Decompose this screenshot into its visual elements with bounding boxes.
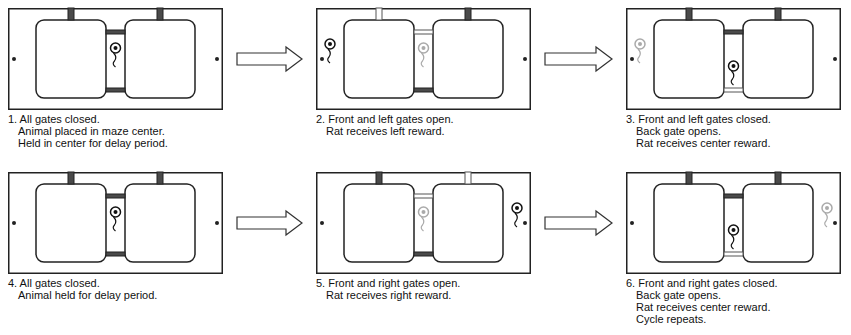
caption-line: Back gate opens. (626, 125, 841, 137)
maze-panel: 5. Front and right gates open.Rat receiv… (316, 172, 531, 301)
caption-line: Animal placed in maze center. (8, 125, 223, 137)
caption-line: 3. Front and left gates closed. (626, 113, 841, 125)
caption-line: Back gate opens. (626, 289, 841, 301)
caption-line: 2. Front and left gates open. (316, 113, 531, 125)
maze-panel: 4. All gates closed.Animal held for dela… (8, 172, 223, 301)
maze-panel: 2. Front and left gates open.Rat receive… (316, 8, 531, 137)
block-arrow (237, 47, 302, 71)
maze-panel-art (317, 172, 531, 273)
caption-line: 1. All gates closed. (8, 113, 223, 125)
caption-line: 6. Front and right gates closed. (626, 277, 841, 289)
caption-line: Rat receives center reward. (626, 301, 841, 313)
maze-panel-art (627, 172, 841, 273)
caption-line: Rat receives center reward. (626, 137, 841, 149)
caption-line: Rat receives right reward. (316, 289, 531, 301)
maze-panel-art (627, 8, 841, 109)
caption-line: Rat receives left reward. (316, 125, 531, 137)
caption-line: 4. All gates closed. (8, 277, 223, 289)
block-arrow (545, 47, 612, 71)
block-arrow (237, 211, 302, 235)
maze-panel: 3. Front and left gates closed.Back gate… (626, 8, 841, 149)
caption-line: 5. Front and right gates open. (316, 277, 531, 289)
maze-panel: 6. Front and right gates closed.Back gat… (626, 172, 841, 325)
maze-panel: 1. All gates closed.Animal placed in maz… (8, 8, 223, 149)
maze-panel-art (9, 172, 223, 273)
caption-line: Cycle repeats. (626, 313, 841, 325)
caption-line: Held in center for delay period. (8, 137, 223, 149)
caption-line: Animal held for delay period. (8, 289, 223, 301)
block-arrow (545, 211, 612, 235)
maze-panel-art (317, 8, 531, 109)
maze-panel-art (9, 8, 223, 109)
